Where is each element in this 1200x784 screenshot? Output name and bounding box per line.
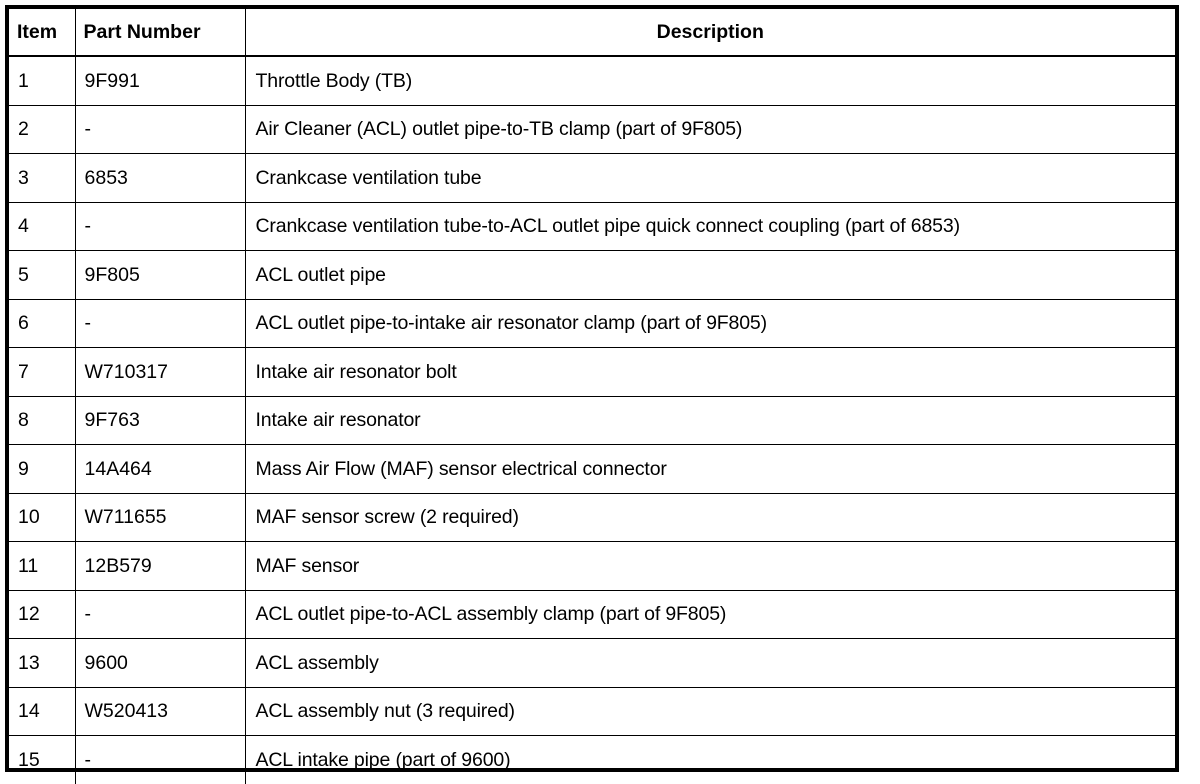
cell-part-number: - (74, 201, 246, 251)
cell-item: 13 (9, 638, 76, 688)
cell-item: 15 (9, 735, 76, 784)
table-header: Item Part Number Description (9, 9, 1175, 57)
cell-part-number: W711655 (74, 492, 246, 542)
cell-item: 10 (9, 492, 76, 542)
table-row: 2-Air Cleaner (ACL) outlet pipe-to-TB cl… (9, 104, 1175, 154)
cell-item: 1 (9, 55, 76, 106)
cell-part-number: W520413 (74, 686, 246, 736)
cell-item: 5 (9, 250, 76, 300)
cell-part-number: 9600 (74, 638, 246, 688)
cell-part-number: 9F763 (74, 395, 246, 445)
cell-description: MAF sensor screw (2 required) (244, 492, 1175, 542)
cell-description: Mass Air Flow (MAF) sensor electrical co… (244, 444, 1175, 494)
column-header-part-number: Part Number (74, 9, 246, 57)
cell-part-number: - (74, 298, 246, 348)
cell-description: Intake air resonator (244, 395, 1175, 445)
column-header-description: Description (244, 9, 1175, 57)
cell-item: 7 (9, 347, 76, 397)
cell-item: 3 (9, 153, 76, 203)
cell-part-number: - (74, 735, 246, 784)
cell-part-number: 9F991 (74, 55, 246, 106)
cell-description: ACL assembly nut (3 required) (244, 686, 1175, 736)
cell-description: ACL outlet pipe-to-ACL assembly clamp (p… (244, 589, 1175, 639)
cell-item: 4 (9, 201, 76, 251)
column-header-item: Item (9, 9, 76, 57)
cell-part-number: 6853 (74, 153, 246, 203)
cell-description: Crankcase ventilation tube (244, 153, 1175, 203)
cell-part-number: 12B579 (74, 541, 246, 591)
cell-part-number: - (74, 104, 246, 154)
cell-part-number: 9F805 (74, 250, 246, 300)
cell-item: 2 (9, 104, 76, 154)
cell-item: 9 (9, 444, 76, 494)
cell-description: ACL outlet pipe (244, 250, 1175, 300)
table-row: 6-ACL outlet pipe-to-intake air resonato… (9, 298, 1175, 348)
cell-description: ACL outlet pipe-to-intake air resonator … (244, 298, 1175, 348)
table-row: 15-ACL intake pipe (part of 9600) (9, 735, 1175, 784)
table-row: 4-Crankcase ventilation tube-to-ACL outl… (9, 201, 1175, 251)
cell-item: 14 (9, 686, 76, 736)
cell-description: Intake air resonator bolt (244, 347, 1175, 397)
cell-part-number: - (74, 589, 246, 639)
cell-description: MAF sensor (244, 541, 1175, 591)
table-row: 12-ACL outlet pipe-to-ACL assembly clamp… (9, 589, 1175, 639)
cell-item: 12 (9, 589, 76, 639)
cell-description: Throttle Body (TB) (244, 55, 1175, 106)
cell-item: 11 (9, 541, 76, 591)
cell-part-number: W710317 (74, 347, 246, 397)
cell-description: Air Cleaner (ACL) outlet pipe-to-TB clam… (244, 104, 1175, 154)
cell-part-number: 14A464 (74, 444, 246, 494)
cell-item: 6 (9, 298, 76, 348)
cell-item: 8 (9, 395, 76, 445)
cell-description: ACL intake pipe (part of 9600) (244, 735, 1175, 784)
table-header-row: Item Part Number Description (9, 9, 1175, 57)
cell-description: Crankcase ventilation tube-to-ACL outlet… (244, 201, 1175, 251)
cell-description: ACL assembly (244, 638, 1175, 688)
